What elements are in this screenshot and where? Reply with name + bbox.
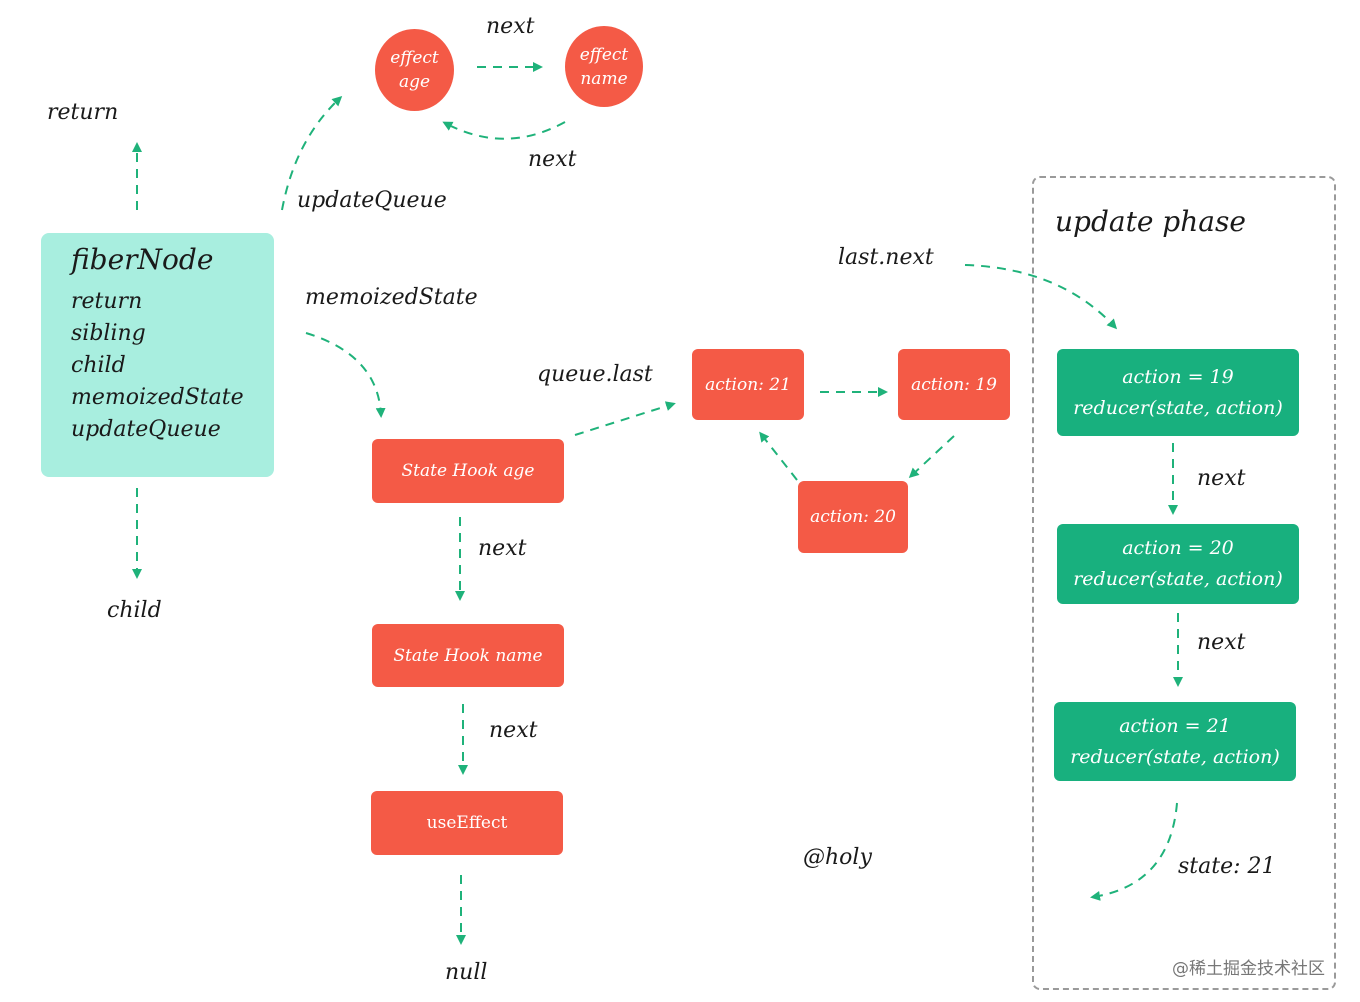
- arrow-action20-21: [759, 431, 798, 481]
- update-phase-panel: [1032, 176, 1336, 990]
- arrow-phase-result: [1090, 802, 1178, 901]
- label-effect-next-back: next: [528, 147, 577, 172]
- arrow-action19-20: [908, 435, 955, 479]
- arrow-memoized-state: [305, 332, 386, 418]
- fiber-field-sibling: sibling: [71, 321, 146, 346]
- phase-step-19: action = 19 reducer(state, action): [1057, 349, 1299, 436]
- label-author: @holy: [803, 845, 872, 870]
- fiber-node-title: fiberNode: [71, 243, 214, 276]
- arrow-queue-last: [574, 401, 676, 436]
- phase-step-21-action: action = 21: [1119, 714, 1231, 737]
- effect-name-line1: effect: [579, 44, 629, 65]
- phase-step-20-reducer: reducer(state, action): [1073, 568, 1283, 590]
- label-update-queue: updateQueue: [297, 188, 447, 213]
- phase-step-19-action: action = 19: [1122, 365, 1234, 388]
- label-effect-next: next: [486, 14, 535, 39]
- effect-age-line2: age: [398, 72, 431, 92]
- phase-step-21-reducer: reducer(state, action): [1070, 745, 1280, 768]
- hook-use-effect: useEffect: [371, 791, 563, 855]
- effect-age-node: effect age: [375, 29, 454, 111]
- fiber-field-child: child: [71, 353, 126, 378]
- label-hook-next1: next: [478, 536, 527, 561]
- effect-name-node: effect name: [565, 26, 643, 107]
- arrow-effect-back: [442, 121, 566, 140]
- hook-state-name: State Hook name: [372, 624, 564, 687]
- phase-step-21: action = 21 reducer(state, action): [1054, 702, 1296, 781]
- phase-step-20-action: action = 20: [1122, 537, 1234, 559]
- action-node-20: action: 20: [798, 481, 908, 553]
- label-phase-next1: next: [1197, 466, 1246, 491]
- label-return: return: [47, 100, 119, 125]
- fiber-field-memoized-state: memoizedState: [71, 385, 244, 410]
- label-child: child: [107, 598, 162, 623]
- action-node-19: action: 19: [898, 349, 1010, 420]
- label-phase-next2: next: [1197, 630, 1246, 655]
- watermark-text: @稀土掘金技术社区: [1172, 959, 1325, 979]
- update-phase-title: update phase: [1055, 205, 1246, 238]
- action-node-21: action: 21: [692, 349, 804, 420]
- label-state-result: state: 21: [1178, 854, 1276, 879]
- fiber-field-update-queue: updateQueue: [71, 417, 221, 442]
- phase-step-19-reducer: reducer(state, action): [1073, 396, 1283, 419]
- effect-name-line2: name: [580, 68, 628, 89]
- arrow-last-next: [964, 264, 1118, 330]
- fiber-node-box: fiberNode return sibling child memoizedS…: [41, 233, 274, 477]
- label-null: null: [445, 960, 488, 985]
- label-last-next: last.next: [838, 245, 934, 270]
- label-queue-last: queue.last: [537, 362, 653, 387]
- label-memoized-state: memoizedState: [305, 285, 478, 310]
- arrow-update-queue: [281, 95, 343, 211]
- hook-state-age: State Hook age: [372, 439, 564, 503]
- effect-age-line1: effect: [390, 48, 439, 68]
- phase-step-20: action = 20 reducer(state, action): [1057, 524, 1299, 604]
- fiber-field-return: return: [71, 289, 143, 314]
- label-hook-next2: next: [489, 718, 538, 743]
